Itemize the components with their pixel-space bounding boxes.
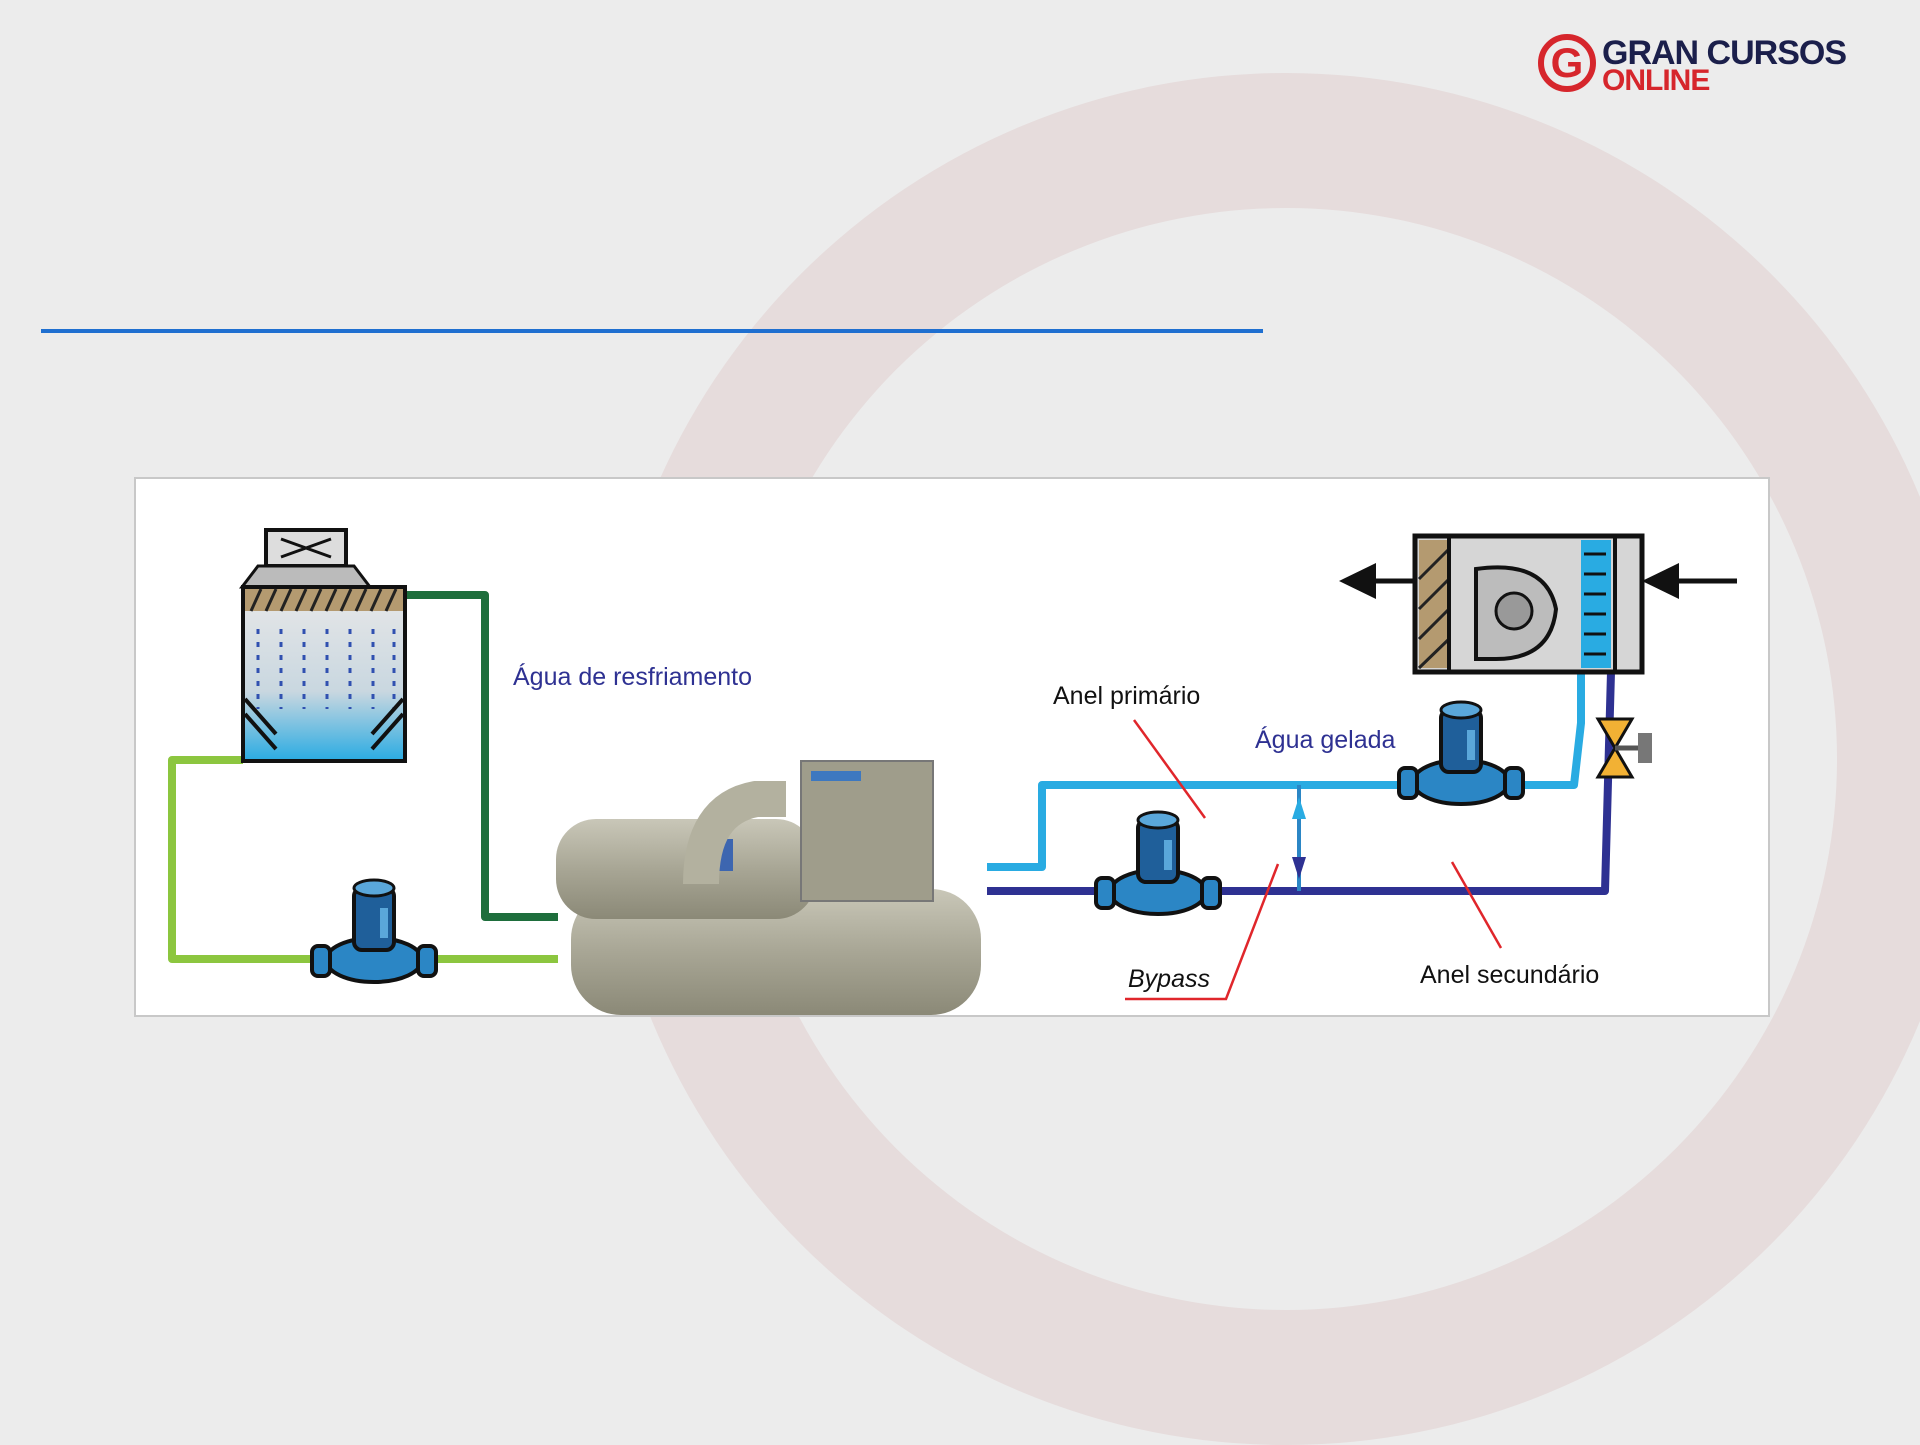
label-bypass: Bypass xyxy=(1128,965,1210,993)
air-handling-unit xyxy=(1412,533,1645,675)
chilled-supply-pipe xyxy=(987,672,1585,871)
label-primary-ring: Anel primário xyxy=(1053,682,1200,710)
air-outlet-arrow-icon xyxy=(1339,563,1415,599)
logo-line1: GRAN CURSOS xyxy=(1602,34,1847,72)
primary-ring-pointer xyxy=(1132,719,1207,819)
air-inlet-arrow-icon xyxy=(1642,563,1737,599)
primary-pump-icon xyxy=(1094,810,1222,916)
label-secondary-ring: Anel secundário xyxy=(1420,961,1599,989)
logo-line2: ONLINE xyxy=(1602,64,1710,97)
chiller-unit xyxy=(556,760,981,1015)
title-underline-divider xyxy=(41,329,1263,333)
bypass-pointer xyxy=(1125,863,1280,1001)
logo-mark: G xyxy=(1538,34,1596,92)
secondary-ring-pointer xyxy=(1450,861,1503,949)
gran-cursos-logo: G GRAN CURSOS ONLINE xyxy=(1538,34,1878,102)
control-valve-icon xyxy=(1595,717,1652,779)
condenser-supply-pipe xyxy=(405,591,558,921)
chilled-water-system-diagram: Água de resfriamento Anel primário Água … xyxy=(134,477,1770,1017)
bypass-arrow-down-icon xyxy=(1292,857,1306,879)
secondary-pump-icon xyxy=(1397,700,1525,806)
label-chilled-water: Água gelada xyxy=(1255,725,1396,754)
bypass-arrow-up-icon xyxy=(1292,797,1306,819)
label-cooling-water: Água de resfriamento xyxy=(513,662,752,691)
condenser-pump-icon xyxy=(310,878,438,984)
cooling-tower xyxy=(238,528,407,763)
